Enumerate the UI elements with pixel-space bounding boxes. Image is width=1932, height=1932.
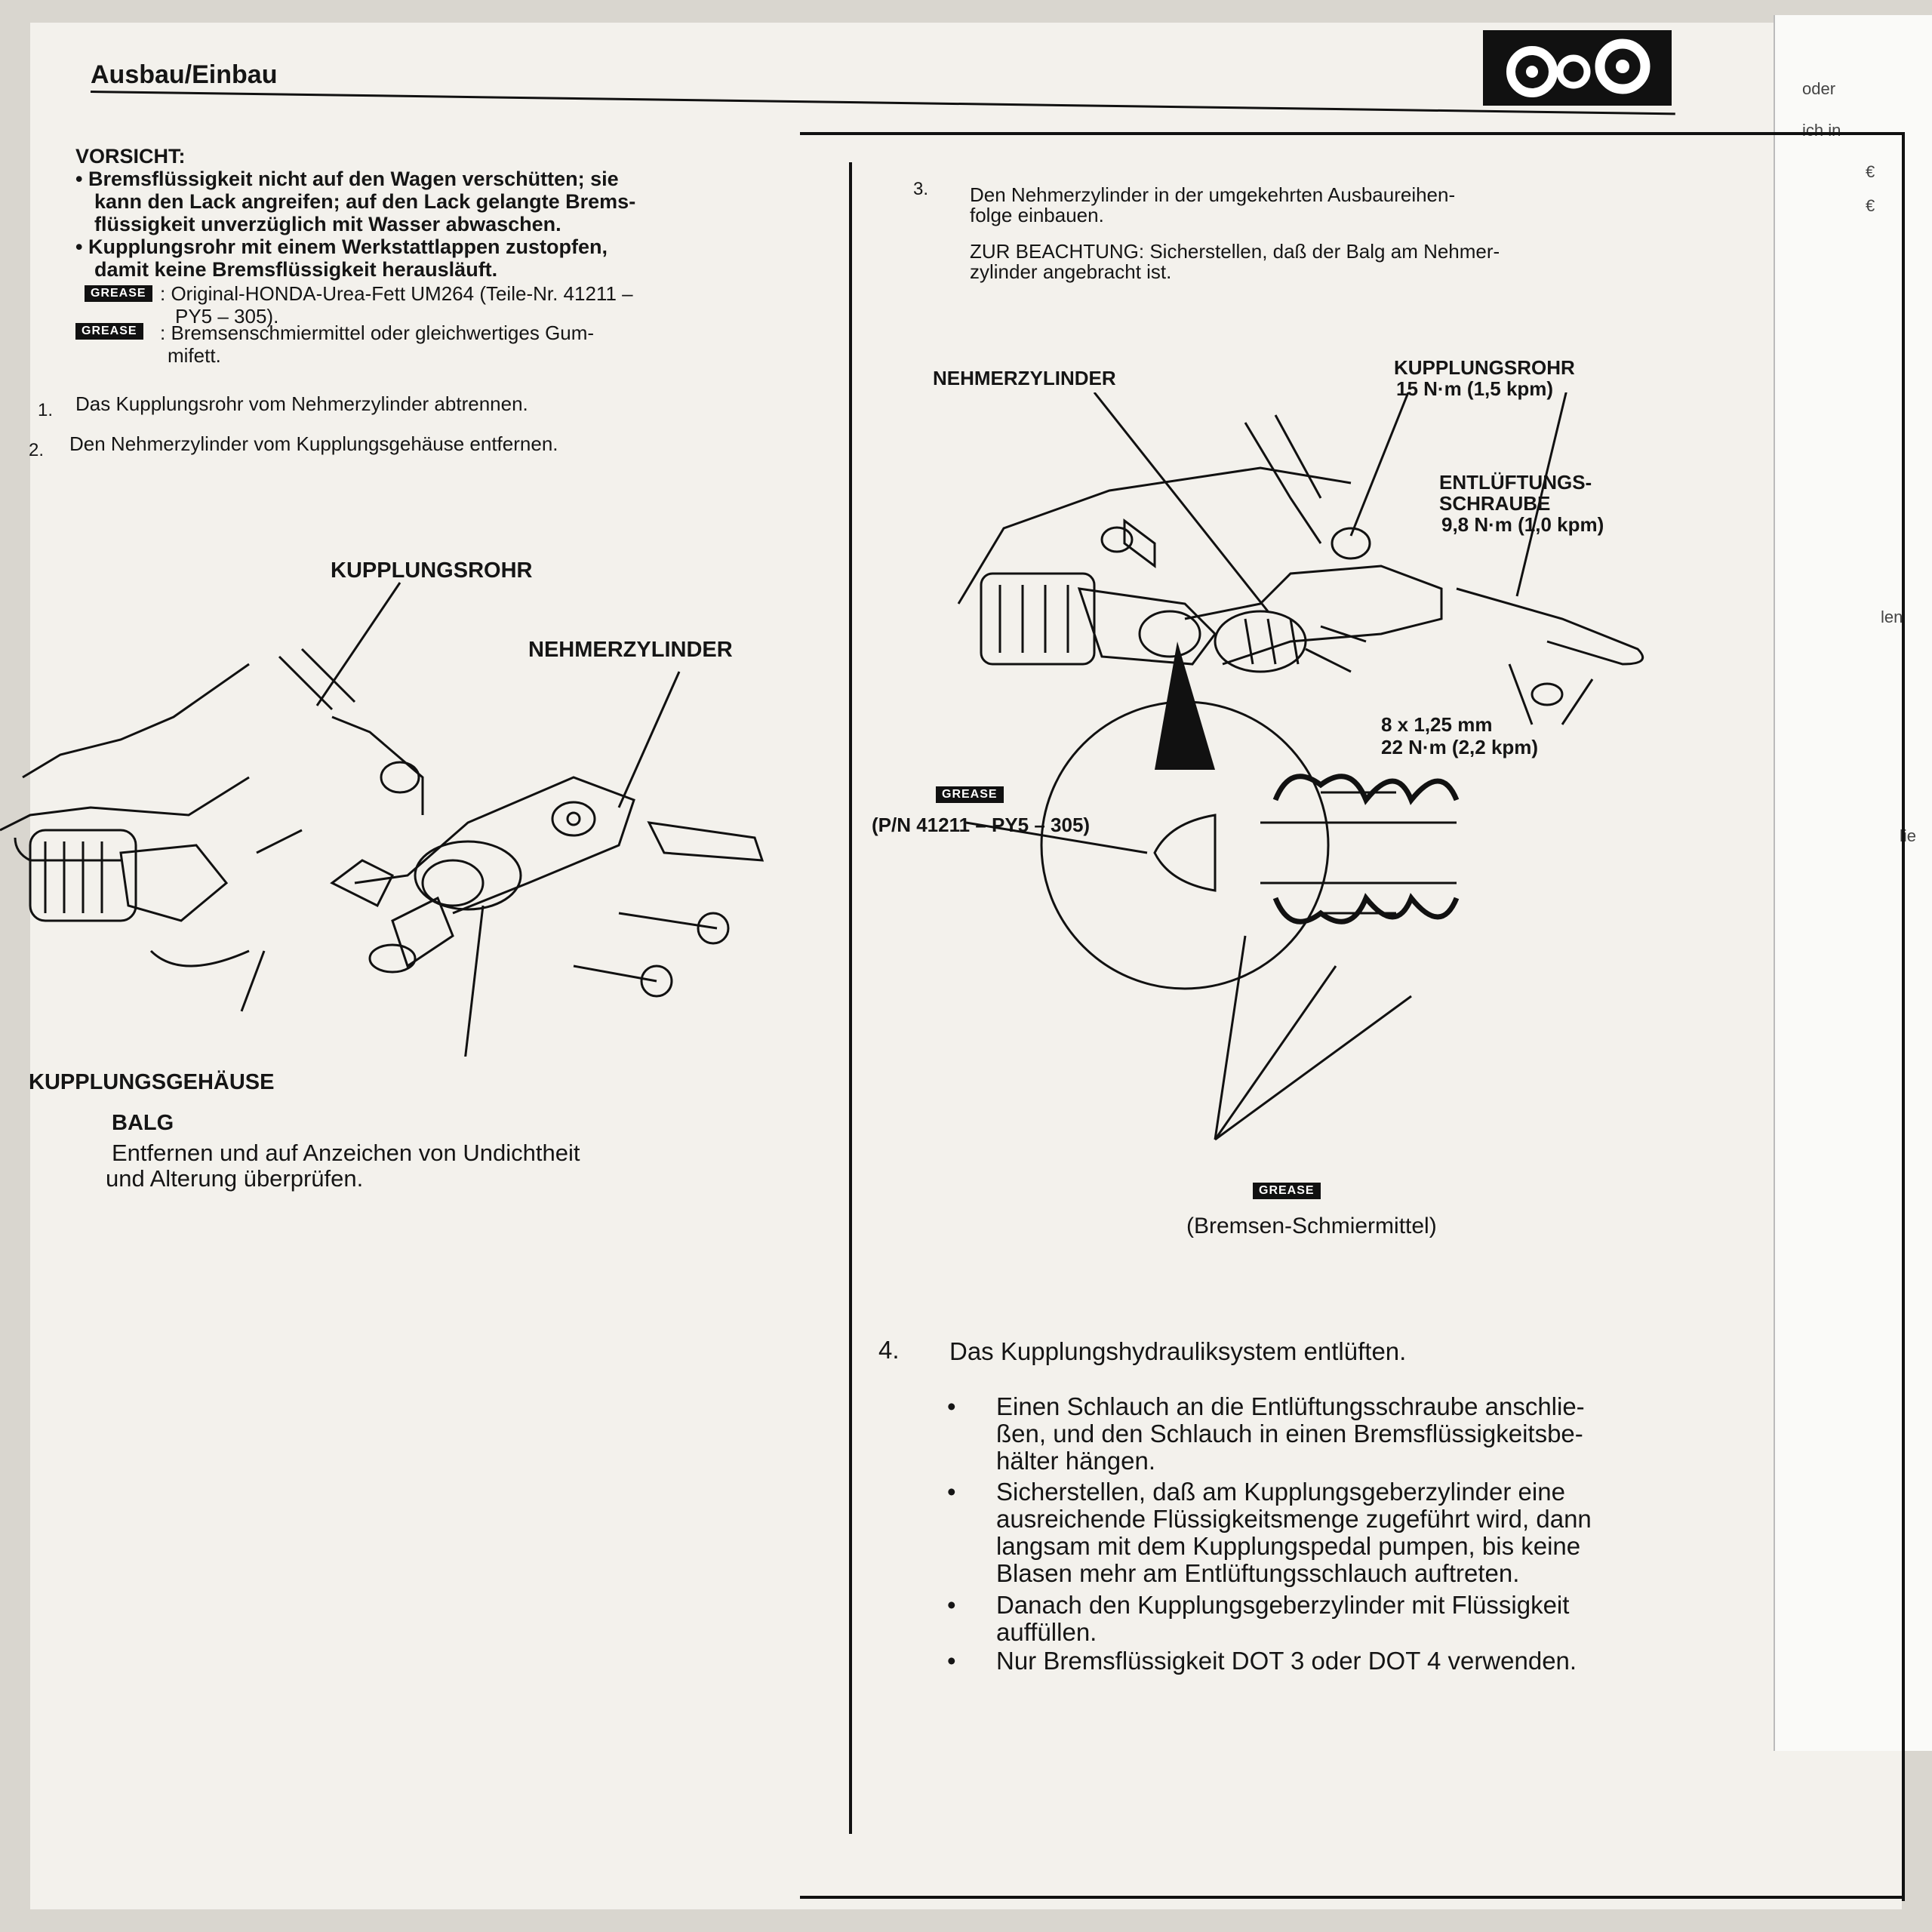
step-number: 4. (878, 1336, 900, 1364)
bullet-text: ßen, und den Schlauch in einen Bremsflüs… (996, 1420, 1583, 1447)
grease-brake-text: : Bremsenschmiermittel oder gleichwertig… (160, 321, 595, 344)
side-text: ich in (1802, 121, 1841, 140)
bullet-text: Einen Schlauch an die Entlüftungsschraub… (996, 1392, 1585, 1420)
grease-honda-text: : Original-HONDA-Urea-Fett UM264 (Teile-… (160, 282, 633, 305)
section-title: Ausbau/Einbau (91, 60, 278, 89)
bullet-text: Danach den Kupplungsgeberzylinder mit Fl… (996, 1591, 1570, 1619)
bullet-text: Blasen mehr am Entlüftungsschlauch auftr… (996, 1559, 1520, 1587)
step-number: 1. (38, 400, 54, 420)
bolt-torque: 22 N·m (2,2 kpm) (1381, 736, 1539, 758)
note-text: ZUR BEACHTUNG: Sicherstellen, daß der Ba… (970, 240, 1500, 263)
step-number: 3. (913, 179, 929, 199)
grease-brake-icon: GREASE (1253, 1183, 1321, 1199)
balg-note: und Alterung überprüfen. (106, 1165, 364, 1192)
label-nehmerzylinder: NEHMERZYLINDER (933, 367, 1116, 389)
bullet-text: langsam mit dem Kupplungspedal pumpen, b… (996, 1532, 1581, 1560)
step-text: folge einbauen. (970, 204, 1104, 226)
grease-honda-icon: GREASE (936, 786, 1004, 803)
step-text: Den Nehmerzylinder vom Kupplungsgehäuse … (69, 432, 558, 455)
side-text: oder (1802, 79, 1836, 98)
bolt-size: 8 x 1,25 mm (1381, 713, 1493, 736)
grease-honda-icon: GREASE (85, 285, 152, 302)
manual-page (30, 23, 1902, 1909)
label-kupplungsrohr: KUPPLUNGSROHR (331, 558, 533, 583)
label-nehmerzylinder: NEHMERZYLINDER (528, 638, 733, 662)
label-entlueftungsschraube: ENTLÜFTUNGS- (1439, 471, 1592, 494)
bullet-glyph: • (947, 1392, 956, 1420)
bullet-text: hälter hängen. (996, 1447, 1156, 1475)
label-kupplungsgehaeuse: KUPPLUNGSGEHÄUSE (29, 1070, 275, 1094)
side-text: len (1881, 608, 1903, 626)
step-text: Das Kupplungsrohr vom Nehmerzylinder abt… (75, 392, 528, 415)
bullet-glyph: • (947, 1647, 956, 1675)
slave-cylinder-removal-diagram (0, 582, 764, 1057)
side-text: € (1866, 196, 1875, 215)
side-text: € (1866, 162, 1875, 181)
label-kupplungsrohr: KUPPLUNGSROHR (1394, 356, 1575, 379)
slave-cylinder-install-diagram (957, 392, 1644, 1141)
bullet-glyph: • (947, 1478, 956, 1506)
grease-brake-text: mifett. (168, 344, 221, 367)
caution-line: • Kupplungsrohr mit einem Werkstattlappe… (75, 235, 608, 258)
caution-line: kann den Lack angreifen; auf den Lack ge… (94, 190, 636, 213)
grease-honda-text: PY5 – 305). (175, 305, 279, 328)
grease-brake-icon: GREASE (75, 323, 143, 340)
balg-note: Entfernen und auf Anzeichen von Undichth… (112, 1140, 580, 1166)
label-balg: BALG (112, 1111, 174, 1135)
torque-kupplungsrohr: 15 N·m (1,5 kpm) (1396, 377, 1554, 400)
step-text: Den Nehmerzylinder in der umgekehrten Au… (970, 183, 1456, 206)
column-divider (849, 162, 852, 1834)
bullet-text: Nur Bremsflüssigkeit DOT 3 oder DOT 4 ve… (996, 1647, 1577, 1675)
torque-entlueftungsschraube: 9,8 N·m (1,0 kpm) (1441, 513, 1604, 536)
bullet-text: ausreichende Flüssigkeitsmenge zugeführt… (996, 1505, 1592, 1533)
caution-line: flüssigkeit unverzüglich mit Wasser abwa… (94, 213, 561, 235)
step-text: Das Kupplungshydrauliksystem entlüften. (949, 1337, 1407, 1365)
bullet-glyph: • (947, 1591, 956, 1619)
frame-rule (800, 1896, 1905, 1899)
bullet-text: Sicherstellen, daß am Kupplungsgeberzyli… (996, 1478, 1565, 1506)
gear-icon (1483, 30, 1672, 106)
bullet-text: auffüllen. (996, 1618, 1097, 1646)
brake-grease-caption: (Bremsen-Schmiermittel) (1186, 1214, 1437, 1238)
label-entlueftungsschraube: SCHRAUBE (1439, 492, 1551, 515)
content-frame (800, 132, 1905, 1901)
caution-title: VORSICHT: (75, 145, 186, 168)
background-sheet: oder ich in € € len lie (1774, 15, 1932, 1751)
step-number: 2. (29, 440, 45, 460)
note-text: zylinder angebracht ist. (970, 260, 1172, 283)
caution-line: damit keine Bremsflüssigkeit herausläuft… (94, 258, 498, 281)
caution-line: • Bremsflüssigkeit nicht auf den Wagen v… (75, 168, 619, 190)
